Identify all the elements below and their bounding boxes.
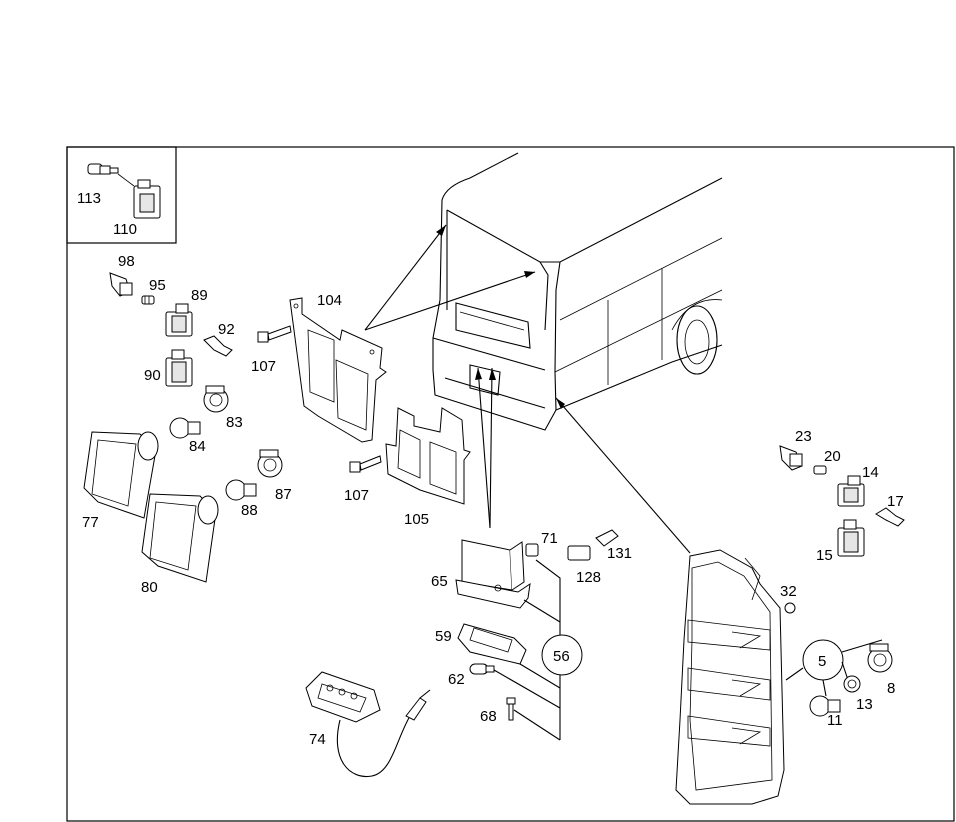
label-87: 87 (275, 486, 292, 503)
diagram-frame (66, 146, 955, 822)
part-23 (779, 445, 803, 471)
part-74 (305, 671, 431, 778)
pointer-lines (364, 224, 691, 554)
part-113 (87, 163, 119, 175)
label-56: 56 (553, 648, 570, 665)
label-14: 14 (862, 464, 879, 481)
inset-frame (66, 146, 177, 244)
callout-labels: 113 110 98 95 89 92 107 104 90 83 84 77 … (77, 190, 904, 748)
label-92: 92 (218, 321, 235, 338)
label-80: 80 (141, 579, 158, 596)
part-131 (595, 529, 619, 547)
label-23: 23 (795, 428, 812, 445)
part-13 (843, 675, 861, 693)
label-77: 77 (82, 514, 99, 531)
van-illustration (432, 152, 723, 431)
label-62: 62 (448, 671, 465, 688)
part-77-lamp (83, 431, 159, 519)
part-62 (469, 663, 495, 675)
part-80-lamp (141, 493, 219, 583)
label-83: 83 (226, 414, 243, 431)
label-32: 32 (780, 583, 797, 600)
label-131: 131 (607, 545, 632, 562)
label-11: 11 (827, 712, 843, 729)
label-65: 65 (431, 573, 448, 590)
label-113: 113 (77, 190, 101, 207)
part-92 (203, 335, 233, 357)
label-95: 95 (149, 277, 166, 294)
rear-lamp-assembly (675, 549, 785, 805)
label-13: 13 (856, 696, 873, 713)
part-98 (109, 272, 133, 297)
part-15 (837, 519, 865, 557)
label-74: 74 (309, 731, 326, 748)
part-87 (257, 449, 283, 478)
label-8: 8 (887, 680, 895, 697)
label-105: 105 (404, 511, 429, 528)
label-110: 110 (113, 221, 137, 238)
part-68 (506, 697, 516, 721)
label-5: 5 (818, 653, 826, 670)
part-32 (784, 602, 796, 614)
part-84 (169, 417, 201, 439)
label-128: 128 (576, 569, 601, 586)
part-90 (165, 349, 193, 387)
part-71 (525, 543, 539, 557)
part-65 (455, 539, 531, 609)
part-11 (809, 695, 841, 717)
part-105-bracket (385, 407, 471, 505)
label-88: 88 (241, 502, 258, 519)
part-59 (457, 623, 527, 665)
part-17 (875, 507, 905, 527)
part-88 (225, 479, 257, 501)
part-83 (203, 385, 229, 413)
part-56-group-lines (493, 559, 583, 741)
label-71: 71 (541, 530, 558, 547)
label-98: 98 (118, 253, 135, 270)
label-59: 59 (435, 628, 452, 645)
label-68: 68 (480, 708, 497, 725)
label-15: 15 (816, 547, 833, 564)
label-104: 104 (317, 292, 342, 309)
part-14 (837, 475, 865, 507)
part-107-screw-a (257, 325, 292, 343)
label-90: 90 (144, 367, 161, 384)
part-104-bracket (289, 297, 387, 443)
part-110 (133, 179, 161, 219)
part-128 (567, 545, 591, 561)
part-95 (141, 295, 155, 305)
label-84: 84 (189, 438, 206, 455)
label-20: 20 (824, 448, 841, 465)
label-107-b: 107 (344, 487, 369, 504)
part-5-group (785, 639, 883, 697)
part-89 (165, 303, 193, 337)
label-17: 17 (887, 493, 904, 510)
part-20 (813, 465, 827, 475)
part-8 (867, 643, 893, 673)
label-107-a: 107 (251, 358, 276, 375)
label-89: 89 (191, 287, 208, 304)
part-107-screw-b (349, 455, 382, 473)
